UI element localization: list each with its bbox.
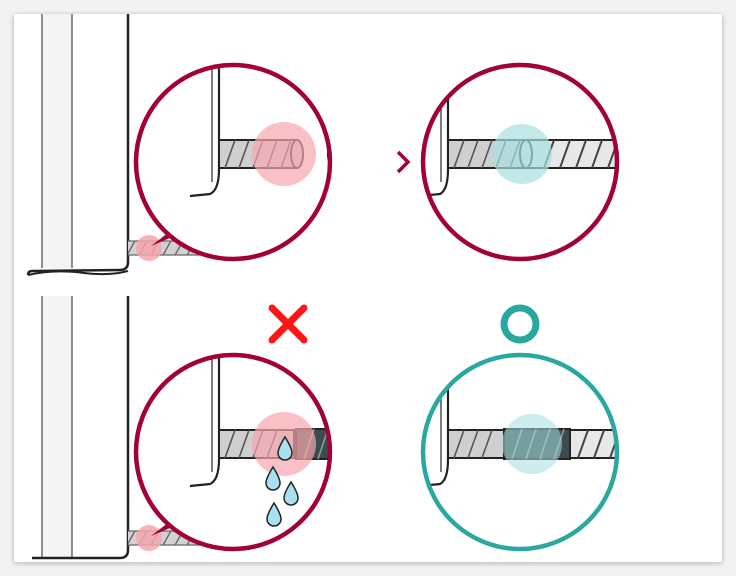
circle-mark-icon (500, 304, 540, 344)
cross-mark-icon (268, 304, 308, 344)
joint-highlight-good (502, 414, 562, 474)
zoom-circle-step2 (420, 62, 620, 262)
unit-body-top (26, 14, 130, 276)
water-drop-icon (266, 501, 282, 527)
joint-highlight-small-bottom (136, 525, 162, 551)
zoom-circle-incorrect (133, 352, 333, 552)
instruction-diagram (14, 14, 722, 562)
diagram-canvas (26, 14, 620, 560)
zoom-circle-step1 (133, 62, 333, 262)
joint-highlight-bad (252, 122, 316, 186)
joint-highlight-small-top (136, 235, 162, 261)
left-arrow-icon (320, 106, 330, 136)
water-drop-icon (283, 480, 299, 506)
unit-body-bottom (32, 296, 130, 560)
zoom-circle-correct (420, 352, 620, 552)
chevron-right-icon (396, 150, 411, 174)
water-drop-icon (277, 435, 293, 461)
joint-highlight-good-top (492, 124, 552, 184)
water-drop-icon (265, 465, 281, 491)
